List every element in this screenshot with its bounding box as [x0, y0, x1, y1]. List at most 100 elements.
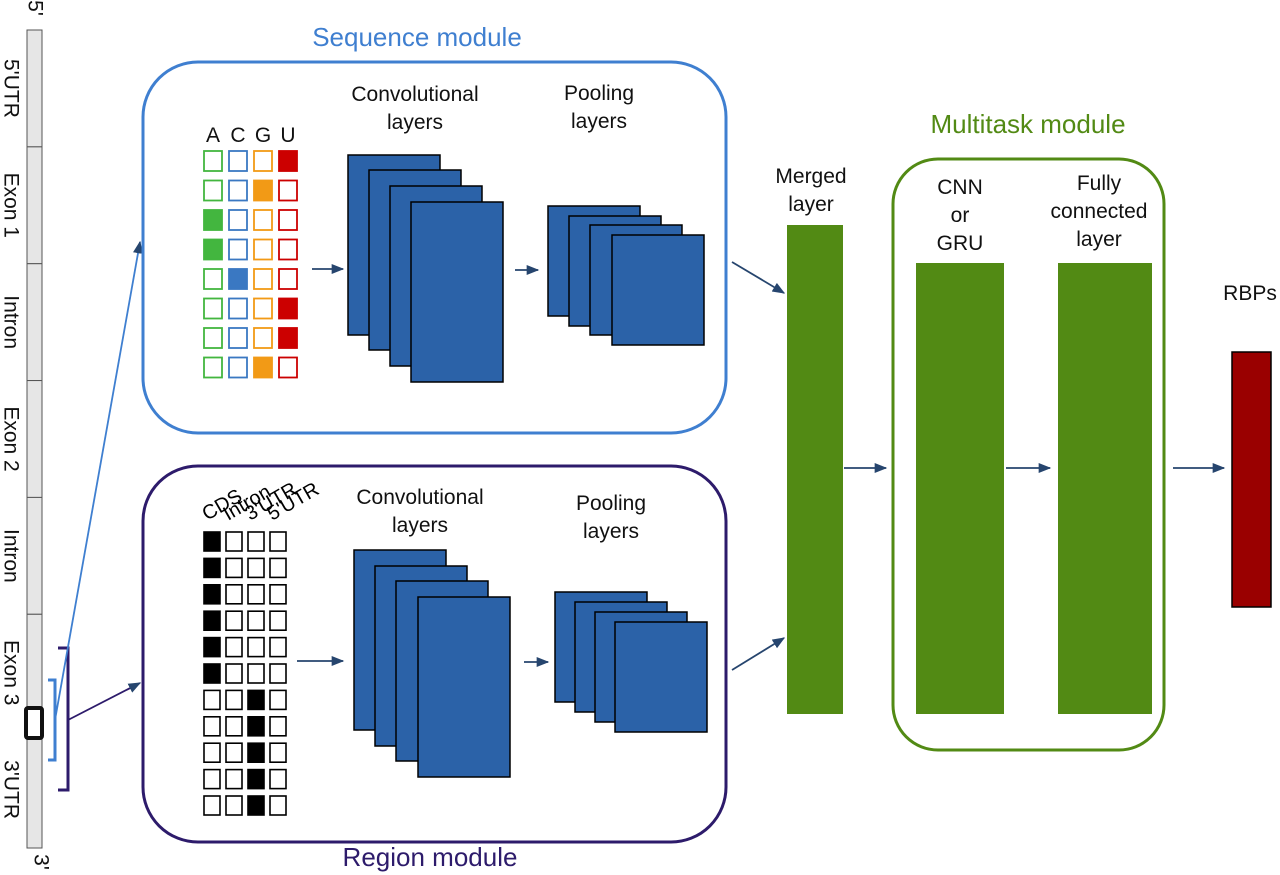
sequence-onehot-cell: [253, 297, 273, 320]
sequence-onehot-cell: [203, 268, 223, 290]
rbp-output-layer: [1231, 351, 1272, 608]
region-onehot-cell: [225, 715, 243, 737]
sequence-onehot-cell: [253, 209, 273, 231]
merged-layer-group: Merged layer: [731, 165, 888, 714]
sequence-onehot-cell: [203, 327, 223, 349]
region-conv-label-line2: layers: [392, 514, 448, 537]
sequence-onehot-cell: [278, 297, 298, 320]
region-onehot-cell: [247, 795, 265, 816]
sequence-onehot-matrix: [203, 150, 298, 379]
region-onehot-cell: [225, 636, 243, 658]
region-onehot-cell: [247, 636, 265, 658]
sequence-conv-label-line1: Convolutional: [351, 83, 478, 106]
region-onehot-cell: [203, 531, 221, 552]
sequence-pool-layers: [547, 205, 705, 346]
region-onehot-cell: [203, 742, 221, 764]
sequence-module-title: Sequence module: [312, 22, 522, 52]
region-pool-label-line1: Pooling: [576, 492, 646, 515]
region-onehot-cell: [203, 583, 221, 605]
region-onehot-cell: [269, 531, 287, 552]
multitask-module: Multitask module CNN or GRU Fully connec…: [891, 109, 1166, 752]
region-onehot-cell: [225, 689, 243, 711]
sequence-conv-layers: [347, 154, 504, 383]
sequence-onehot-cell: [253, 356, 273, 379]
region-module-title: Region module: [343, 842, 518, 872]
cnn-gru-label-line2: or: [951, 204, 970, 227]
region-onehot-cell: [247, 610, 265, 632]
merged-layer: [787, 225, 843, 714]
sequence-onehot-cell: [203, 179, 223, 202]
gene-segment-label: Exon 1: [0, 173, 22, 238]
base-G-header: G: [255, 124, 271, 147]
sequence-onehot-cell: [253, 179, 273, 202]
fc-label-line3: layer: [1076, 228, 1122, 251]
region-onehot-matrix: [203, 531, 287, 816]
sequence-onehot-cell: [203, 238, 223, 261]
sequence-onehot-cell: [278, 209, 298, 231]
region-pool-label-line2: layers: [583, 520, 639, 543]
region-onehot-cell: [225, 795, 243, 816]
gene-segment: [26, 263, 43, 382]
base-A-header: A: [206, 124, 220, 147]
sequence-onehot-cell: [203, 150, 223, 172]
sequence-onehot-cell: [253, 150, 273, 172]
gene-segment-label: Intron: [0, 295, 22, 349]
gene-segment-label: 5'UTR: [0, 59, 22, 118]
region-onehot-cell: [269, 742, 287, 764]
region-pool-label: Pooling layers: [576, 492, 646, 543]
sequence-onehot-cell: [228, 268, 248, 290]
region-to-merged-arrow: [731, 637, 786, 671]
selected-window-marker: [24, 706, 44, 740]
sequence-onehot-cell: [278, 150, 298, 172]
cnn-gru-layer: [916, 263, 1004, 714]
region-onehot-cell: [247, 689, 265, 711]
region-conv-layers: [353, 549, 511, 778]
sequence-onehot-cell: [203, 209, 223, 231]
gene-segment: [26, 496, 43, 615]
region-onehot-cell: [247, 531, 265, 552]
region-onehot-cell: [269, 583, 287, 605]
sequence-to-merged-arrow: [731, 261, 786, 294]
region-onehot-cell: [203, 715, 221, 737]
sequence-module-box: [141, 60, 728, 435]
gene-segment: [26, 29, 43, 148]
gene-bottom-mark: 3': [29, 854, 52, 870]
region-onehot-cell: [269, 795, 287, 816]
sequence-onehot-cell: [228, 238, 248, 261]
region-onehot-cell: [247, 715, 265, 737]
output-group: RBPs: [1173, 282, 1277, 608]
base-C-header: C: [230, 124, 245, 147]
sequence-pool-label-line1: Pooling: [564, 82, 634, 105]
exon3-region-bracket: [58, 646, 70, 792]
gene-segment: [26, 146, 43, 265]
merged-layer-label-line2: layer: [788, 193, 834, 216]
fc-label-line2: connected: [1051, 200, 1148, 223]
region-onehot-cell: [225, 742, 243, 764]
region-onehot-cell: [225, 583, 243, 605]
region-onehot-cell: [203, 795, 221, 816]
region-onehot-cell: [269, 715, 287, 737]
region-onehot-cell: [225, 663, 243, 684]
sequence-onehot-cell: [203, 297, 223, 320]
merged-layer-label-line1: Merged: [775, 165, 846, 188]
gene-segment-label: Exon 2: [0, 406, 22, 471]
region-onehot-cell: [247, 663, 265, 684]
fully-connected-layer: [1058, 263, 1152, 714]
sequence-onehot-cell: [228, 179, 248, 202]
gene-segment-label: Exon 3: [0, 640, 22, 705]
gene-top-mark: 5': [23, 0, 46, 16]
region-pool-layers: [554, 591, 708, 733]
region-module-box: [141, 464, 728, 844]
region-onehot-cell: [203, 689, 221, 711]
region-headers: CDS Intron 3'UTR 5'UTR: [199, 478, 324, 525]
region-onehot-cell: [269, 557, 287, 579]
sequence-conv-label: Convolutional layers: [351, 83, 478, 134]
sequence-onehot-cell: [278, 179, 298, 202]
sequence-pool-label: Pooling layers: [564, 82, 634, 133]
sequence-onehot-cell: [228, 356, 248, 379]
sequence-onehot-cell: [278, 327, 298, 349]
fc-label-line1: Fully: [1077, 172, 1122, 195]
sequence-onehot-cell: [278, 238, 298, 261]
region-conv-layer: [417, 596, 511, 778]
